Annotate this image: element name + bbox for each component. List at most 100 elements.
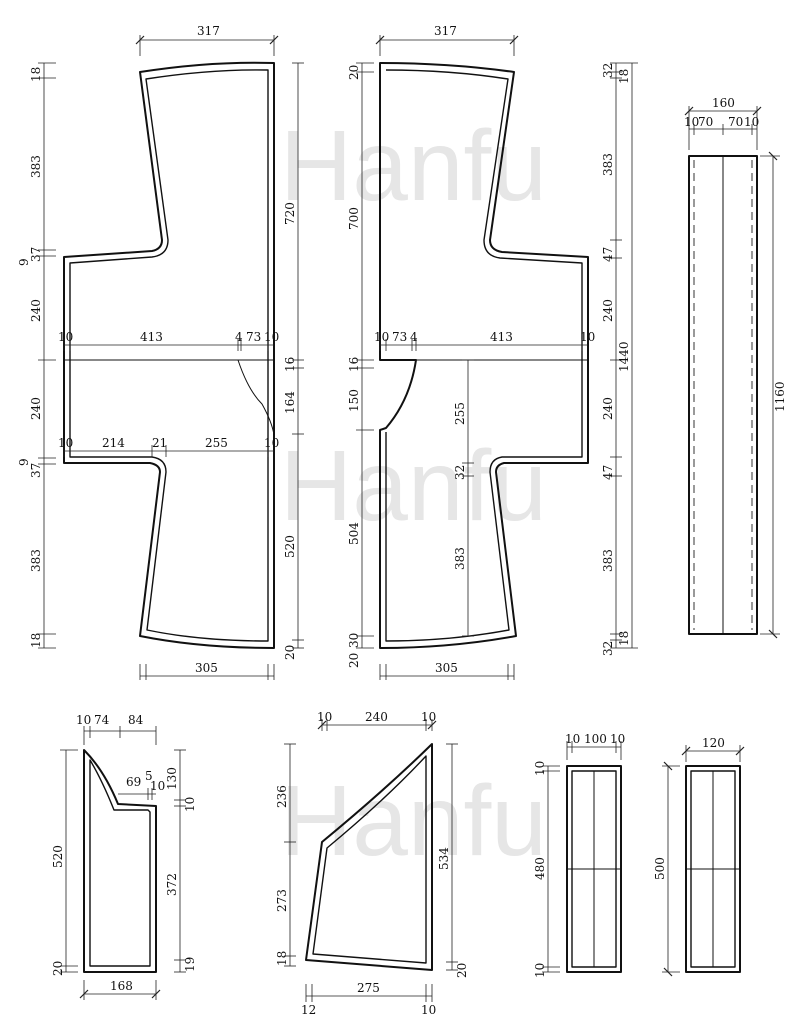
dim-label: 214 <box>102 436 125 450</box>
left-body-seam-line <box>69 69 269 642</box>
dim-label: 9 <box>17 258 31 266</box>
dim-label: 10 <box>533 963 547 978</box>
dim-label: 70 <box>698 115 713 129</box>
dim-label: 383 <box>601 153 615 176</box>
dim-label: 150 <box>347 389 361 412</box>
dim-label: 10 <box>264 330 279 344</box>
dim-collar: 160 10 70 70 10 1160 <box>684 96 787 639</box>
dim-left-sleeve-bottom: 10 214 21 255 10 <box>58 436 279 457</box>
dim-label: 18 <box>617 69 631 84</box>
band-piece-b <box>685 765 741 973</box>
dim-label: 5 <box>145 769 153 783</box>
watermark-bottom: Hanfu <box>280 765 547 877</box>
dim-label: 10 <box>421 710 436 724</box>
dim-label: 10 <box>684 115 699 129</box>
dim-label: 12 <box>301 1003 316 1017</box>
dim-label: 10 <box>58 436 73 450</box>
dim-label: 305 <box>435 661 458 675</box>
dim-label: 120 <box>702 736 725 750</box>
dim-label: 20 <box>51 961 65 976</box>
side-panel-piece <box>83 749 157 973</box>
dim-label: 10 <box>183 797 197 812</box>
dim-label: 19 <box>183 957 197 972</box>
dim-label: 500 <box>653 857 667 880</box>
right-body-outline <box>379 62 589 649</box>
dim-label: 21 <box>152 436 167 450</box>
dim-label: 317 <box>434 24 457 38</box>
dim-label: 10 <box>580 330 595 344</box>
dim-label: 520 <box>51 845 65 868</box>
dim-label: 10 <box>58 330 73 344</box>
dim-far-right-chain: 32 18 383 47 240 1440 240 47 383 18 32 <box>601 62 638 656</box>
dim-label: 236 <box>275 785 289 808</box>
dim-label: 383 <box>601 549 615 572</box>
left-body-piece <box>63 61 275 649</box>
dim-label: 255 <box>205 436 228 450</box>
dim-label: 84 <box>128 713 144 727</box>
dim-right-shoulder: 10 73 4 413 10 <box>374 330 595 351</box>
dim-label: 37 <box>29 247 43 262</box>
dim-label: 317 <box>197 24 220 38</box>
dim-label: 18 <box>29 67 43 82</box>
dim-label: 10 <box>533 761 547 776</box>
watermarks: Hanfu Hanfu Hanfu <box>280 110 547 877</box>
dim-left-top: 317 <box>135 24 279 56</box>
left-body-outline <box>63 61 275 649</box>
dim-side-panel: 10 74 84 69 5 10 520 20 130 10 372 19 16… <box>51 713 197 1000</box>
dim-label: 305 <box>195 661 218 675</box>
dim-label: 10 <box>374 330 389 344</box>
dim-label: 164 <box>283 391 297 414</box>
dim-label: 168 <box>110 979 133 993</box>
dim-label: 4 <box>410 330 418 344</box>
dim-label: 720 <box>283 202 297 225</box>
dim-label: 413 <box>490 330 513 344</box>
dim-label: 504 <box>347 522 361 545</box>
dim-label: 10 <box>317 710 332 724</box>
right-body-piece <box>379 62 589 649</box>
dim-label: 16 <box>283 357 297 372</box>
dim-label: 10 <box>610 732 625 746</box>
dim-label: 240 <box>29 299 43 322</box>
dim-label: 18 <box>29 633 43 648</box>
gusset-outline <box>305 743 433 971</box>
dim-right-left-chain: 20 700 16 150 504 20 30 <box>347 62 374 668</box>
dim-right-top: 317 <box>375 24 519 56</box>
dim-label: 534 <box>437 847 451 870</box>
dim-label: 275 <box>357 981 380 995</box>
side-panel-seam-line <box>89 759 151 967</box>
dim-left-bottom: 305 <box>139 661 275 680</box>
dim-label: 413 <box>140 330 163 344</box>
dim-label: 1440 <box>617 341 631 372</box>
dim-label: 20 <box>347 65 361 80</box>
dim-label: 383 <box>29 155 43 178</box>
dim-band-b: 120 500 <box>653 736 745 977</box>
dim-label: 18 <box>617 631 631 646</box>
dim-band-a: 10 100 10 10 480 10 <box>533 732 625 978</box>
dim-label: 73 <box>392 330 407 344</box>
dim-left-outer-chain: 18 383 9 37 240 240 9 37 383 18 <box>17 62 56 649</box>
dim-label: 47 <box>601 465 615 480</box>
dim-left-shoulder: 10 413 4 73 10 <box>58 330 279 351</box>
gusset-piece <box>305 743 433 971</box>
dim-label: 16 <box>347 357 361 372</box>
dim-label: 32 <box>453 465 467 480</box>
dim-label: 32 <box>601 63 615 78</box>
dim-label: 383 <box>453 547 467 570</box>
watermark-middle: Hanfu <box>280 430 547 542</box>
dim-label: 20 <box>283 645 297 660</box>
dim-label: 255 <box>453 402 467 425</box>
dim-label: 480 <box>533 857 547 880</box>
dim-label: 700 <box>347 207 361 230</box>
dim-label: 1160 <box>773 381 787 412</box>
dim-label: 160 <box>712 96 735 110</box>
dim-label: 10 <box>744 115 759 129</box>
dim-label: 30 <box>347 633 361 648</box>
dim-label: 18 <box>275 951 289 966</box>
dim-label: 70 <box>728 115 743 129</box>
dim-left-right-chain: 720 16 164 520 20 <box>283 62 304 660</box>
dim-label: 10 <box>264 436 279 450</box>
right-body-seam-line <box>385 69 583 642</box>
dim-label: 100 <box>584 732 607 746</box>
